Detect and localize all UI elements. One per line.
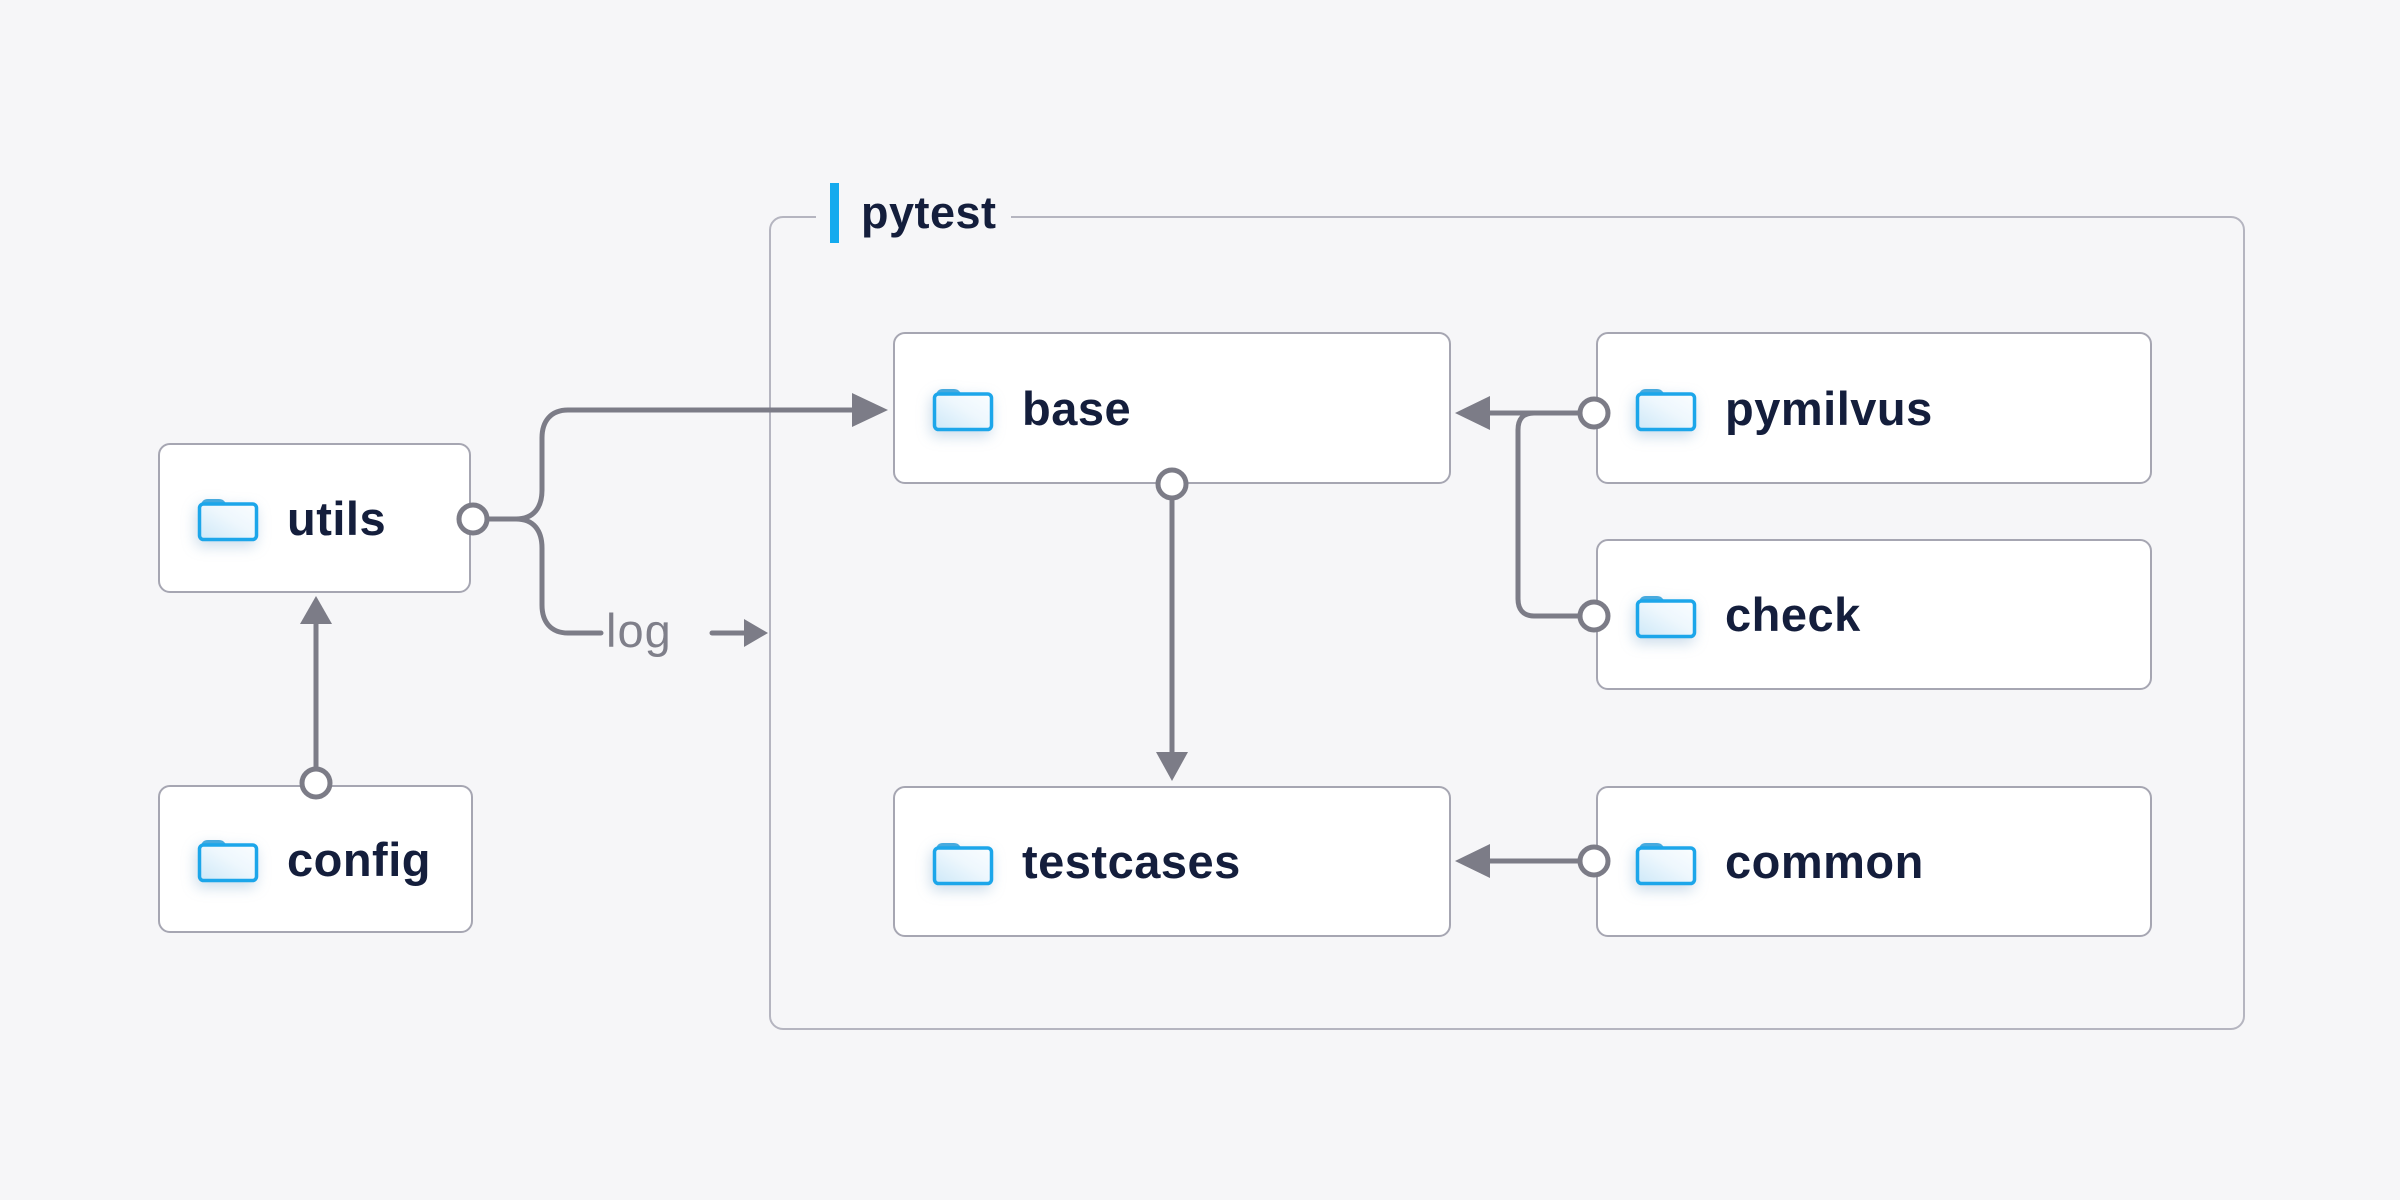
folder-icon bbox=[932, 842, 994, 885]
node-label: base bbox=[1022, 381, 1132, 435]
node-common: common bbox=[1596, 786, 2152, 937]
node-testcases: testcases bbox=[893, 786, 1451, 937]
accent-bar bbox=[830, 183, 839, 243]
node-label: testcases bbox=[1022, 835, 1241, 888]
edge-config-utils-arrowhead bbox=[300, 596, 332, 624]
node-config: config bbox=[158, 785, 473, 933]
node-label: utils bbox=[287, 491, 387, 545]
edge-log-arrowhead bbox=[744, 619, 768, 647]
node-label: config bbox=[287, 832, 431, 886]
folder-icon bbox=[1635, 389, 1697, 432]
folder-icon bbox=[932, 389, 994, 432]
folder-icon bbox=[1635, 595, 1697, 638]
pytest-container-label: pytest bbox=[816, 183, 1011, 243]
node-base: base bbox=[893, 332, 1451, 484]
folder-icon bbox=[1635, 842, 1697, 885]
node-label: check bbox=[1725, 588, 1861, 641]
node-check: check bbox=[1596, 539, 2152, 690]
node-utils: utils bbox=[158, 443, 471, 593]
pytest-container bbox=[769, 216, 2245, 1030]
folder-icon bbox=[197, 840, 259, 883]
edge-utils-log bbox=[513, 516, 604, 636]
node-label: pymilvus bbox=[1725, 381, 1933, 435]
folder-icon bbox=[197, 499, 259, 542]
log-edge-label: log bbox=[606, 603, 672, 657]
node-pymilvus: pymilvus bbox=[1596, 332, 2152, 484]
node-label: common bbox=[1725, 835, 1924, 888]
pytest-container-title: pytest bbox=[861, 187, 997, 238]
